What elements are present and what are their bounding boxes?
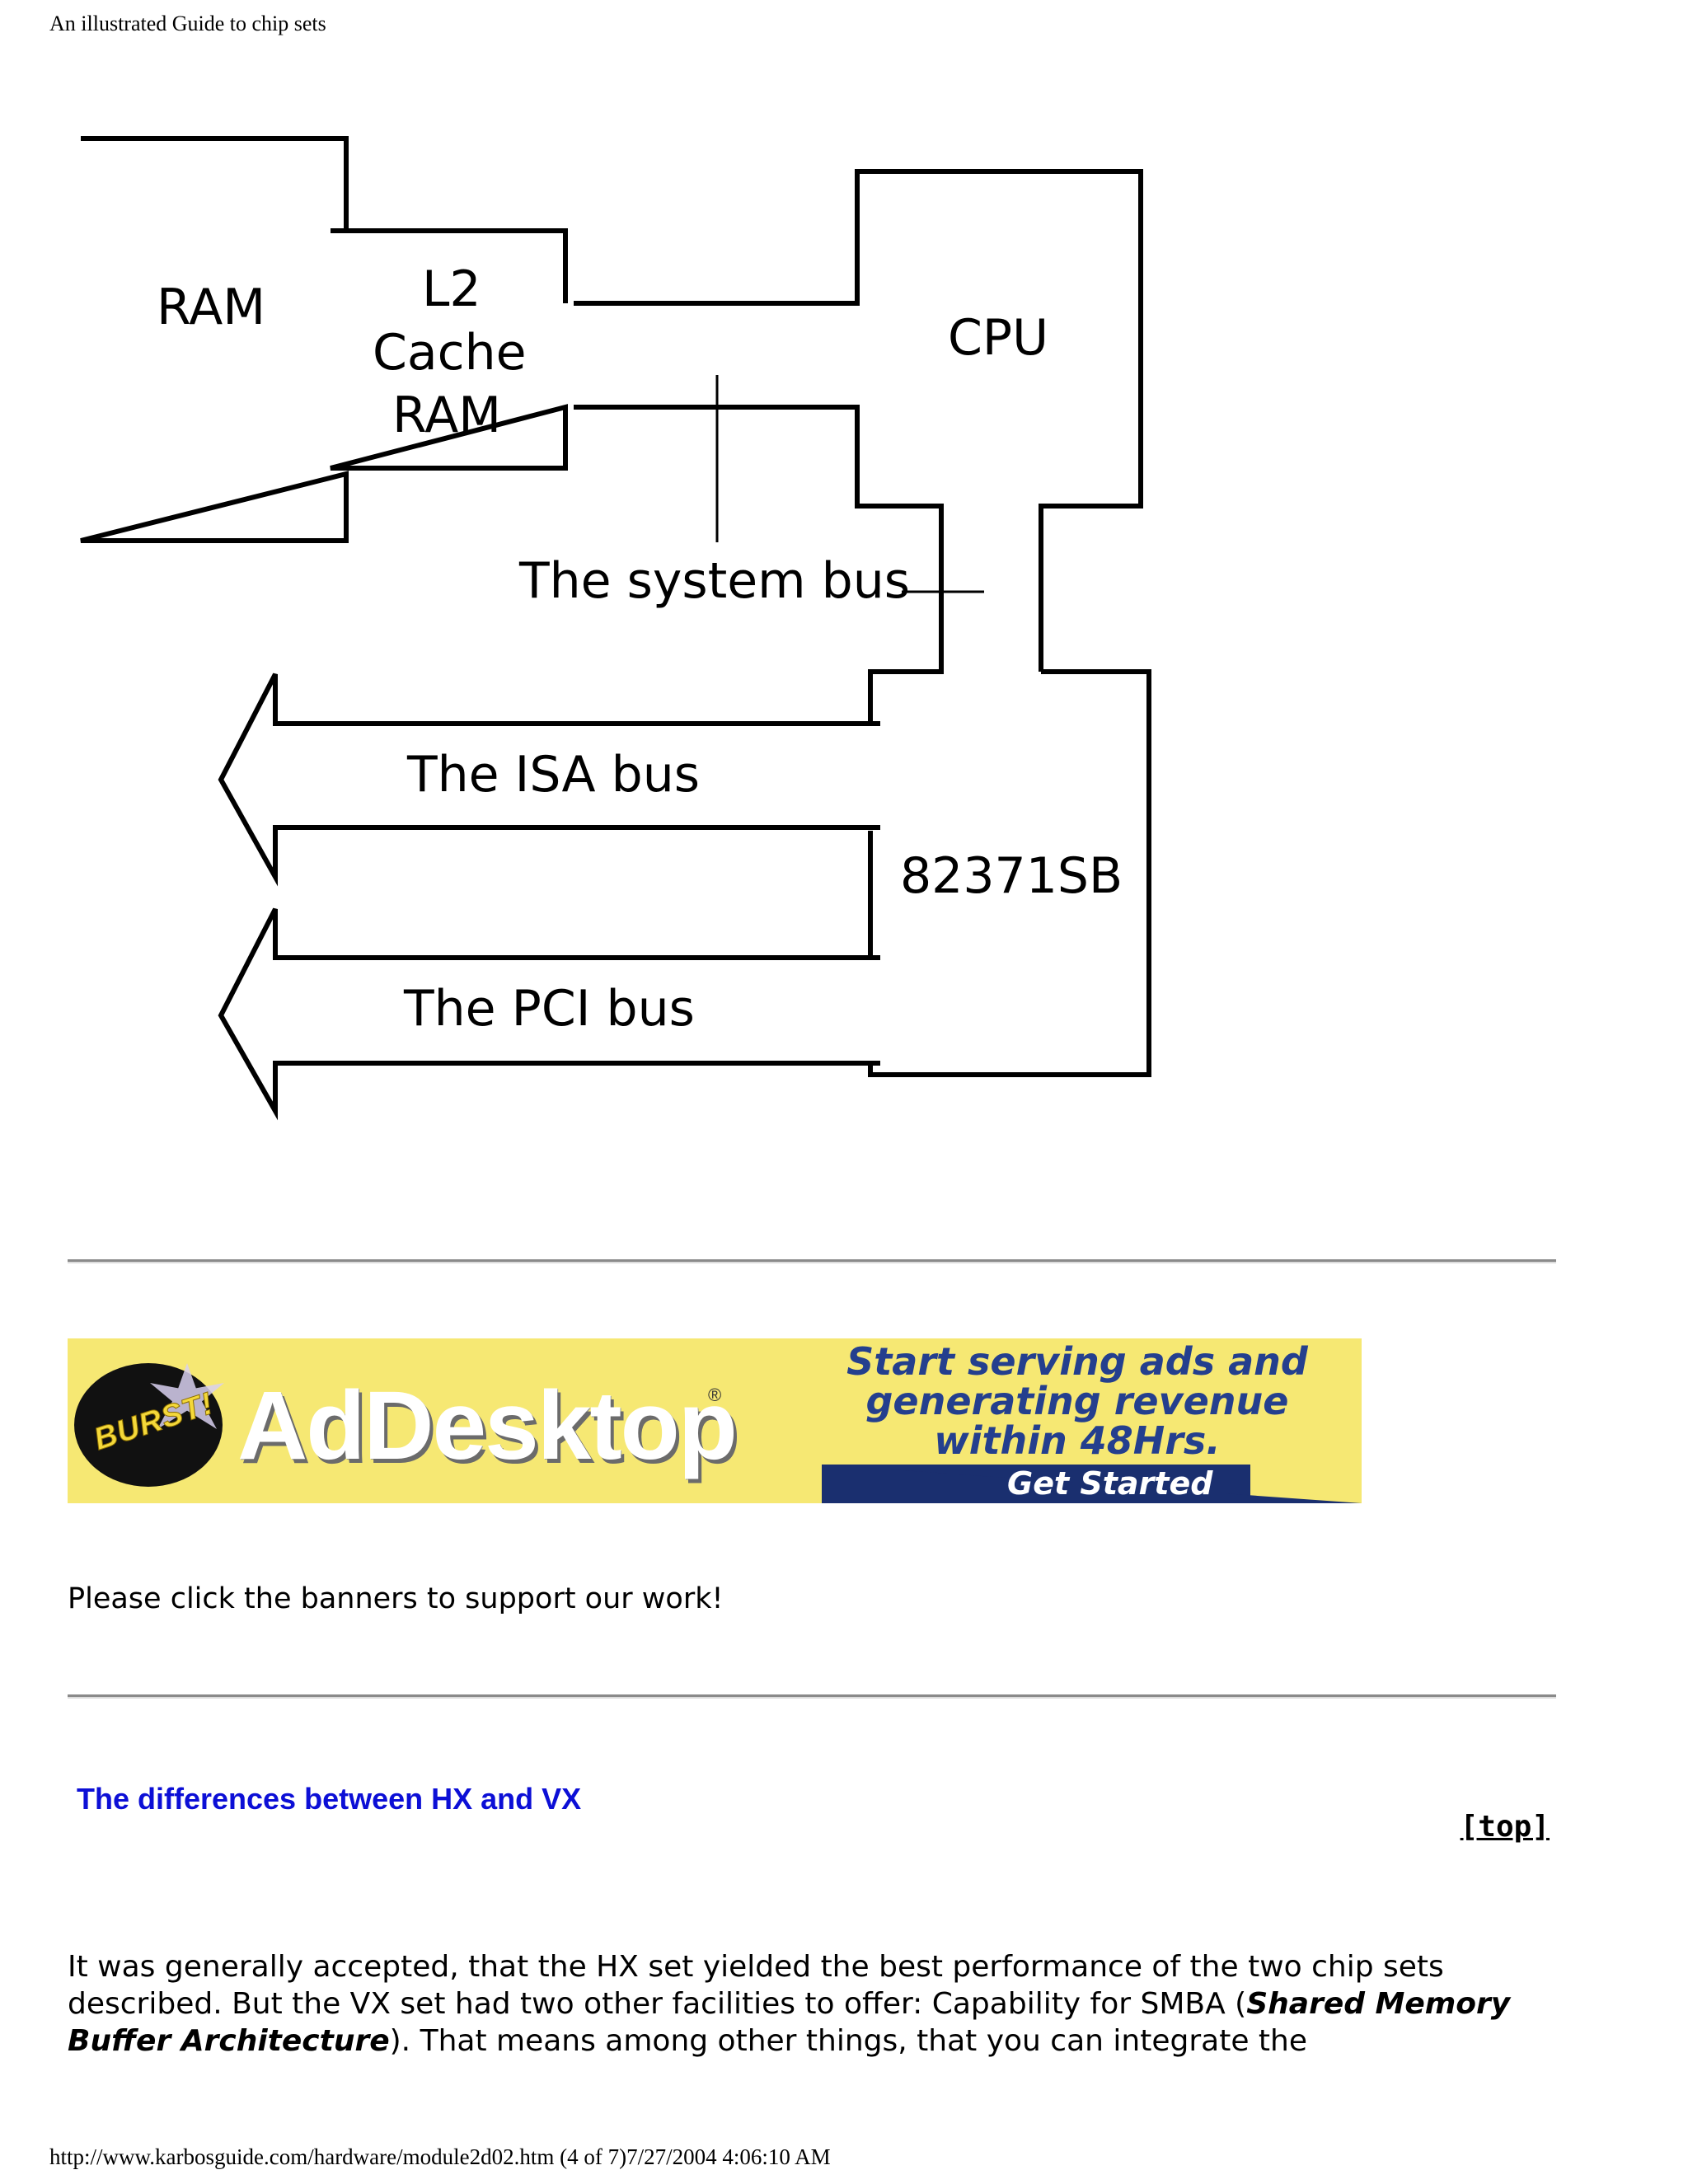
body-paragraph: It was generally accepted, that the HX s… <box>68 1948 1568 2060</box>
horizontal-rule <box>68 1694 1556 1699</box>
chip-82371sb-box <box>868 669 1151 1077</box>
chip-label: 82371SB <box>900 847 1123 905</box>
top-link[interactable]: [top] <box>1460 1810 1550 1844</box>
burst-logo <box>74 1363 223 1487</box>
isa-bus-arrow <box>218 673 880 887</box>
addesktop-banner[interactable]: BURST! AdDesktop ® Start serving ads and… <box>68 1338 1362 1503</box>
section-title: The differences between HX and VX <box>77 1782 582 1816</box>
paragraph-emphasis: Shared Memory Buffer Architecture <box>68 1987 1511 2058</box>
cpu-box <box>574 169 1143 672</box>
horizontal-rule <box>68 1259 1556 1263</box>
cpu-label: CPU <box>948 309 1048 367</box>
pci-bus-arrow <box>218 907 880 1121</box>
paragraph-text: It was generally accepted, that the HX s… <box>68 1950 1444 2021</box>
system-bus-pointer-h <box>902 572 984 610</box>
registered-mark: ® <box>708 1385 722 1405</box>
isa-bus-label: The ISA bus <box>406 746 700 804</box>
l2-label-line3: RAM <box>392 387 501 444</box>
l2-label-line2: Cache <box>373 324 527 382</box>
print-header: An illustrated Guide to chip sets <box>49 12 326 35</box>
banner-tagline-line: generating revenue <box>865 1379 1289 1423</box>
system-bus-label: The system bus <box>518 552 910 610</box>
banner-brand: AdDesktop <box>237 1371 738 1480</box>
l2-label-line1: L2 <box>422 260 481 318</box>
get-started-button[interactable]: Get Started <box>1007 1465 1213 1502</box>
ram-label: RAM <box>157 279 265 336</box>
paragraph-text: ). That means among other things, that y… <box>389 2024 1307 2058</box>
banner-tagline: Start serving ads and generating revenue… <box>814 1342 1341 1460</box>
chipset-diagram: RAM L2 Cache RAM CPU The system bus The … <box>80 136 1151 1121</box>
pci-bus-label: The PCI bus <box>403 980 695 1038</box>
support-text: Please click the banners to support our … <box>68 1582 724 1615</box>
l2-cache-box <box>330 228 568 471</box>
system-bus-lines <box>574 405 944 724</box>
ram-box <box>80 136 349 543</box>
banner-tagline-line: Start serving ads and <box>846 1339 1308 1384</box>
banner-tagline-line: within 48Hrs. <box>934 1418 1221 1463</box>
print-footer: http://www.karbosguide.com/hardware/modu… <box>49 2144 831 2169</box>
